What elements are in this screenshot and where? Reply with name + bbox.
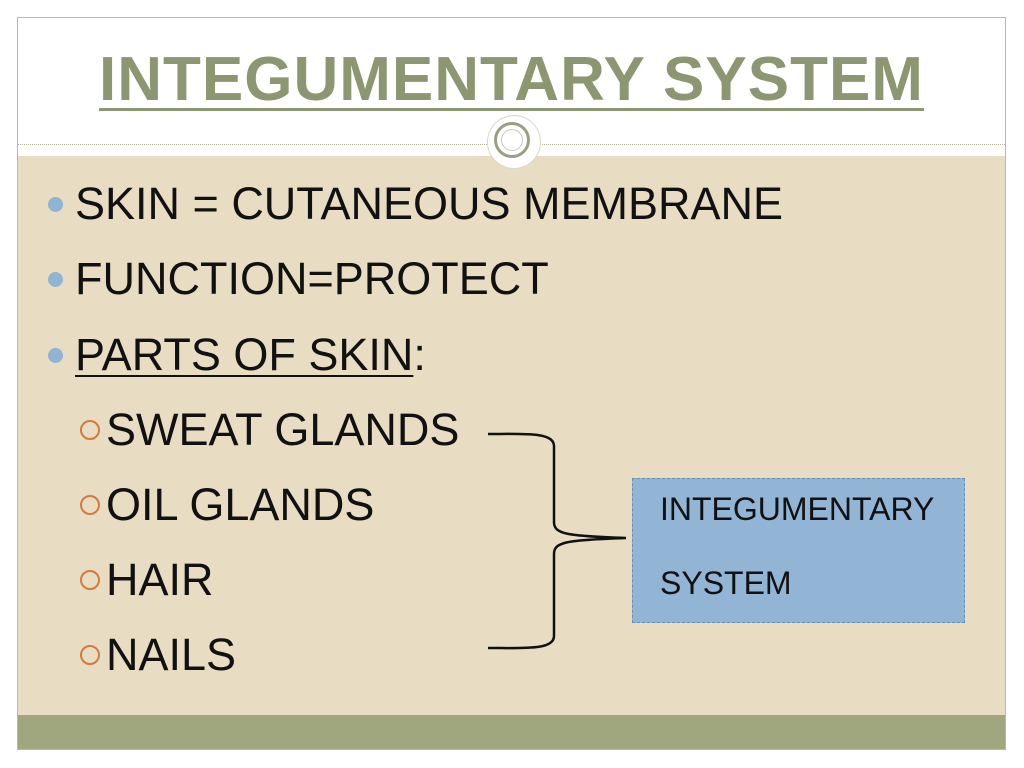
ring-bullet-icon <box>80 570 100 590</box>
footer-band <box>18 715 1005 749</box>
slide-title: INTEGUMENTARY SYSTEM <box>99 45 924 114</box>
curly-brace-icon <box>487 432 627 650</box>
sub-item-text: HAIR <box>106 554 214 605</box>
bullet-item: PARTS OF SKIN: <box>48 329 426 381</box>
callout-line-2: SYSTEM <box>660 565 792 601</box>
sub-list-item: OIL GLANDS <box>80 479 374 531</box>
sub-list-item: HAIR <box>80 554 214 606</box>
bullet-dot-icon <box>48 347 63 363</box>
bullet-text: FUNCTION=PROTECT <box>75 253 549 304</box>
bullet-text: SKIN = CUTANEOUS MEMBRANE <box>75 178 784 229</box>
ring-bullet-icon <box>80 495 100 515</box>
bullet-suffix: : <box>413 329 426 380</box>
bullet-text: PARTS OF SKIN <box>75 329 414 380</box>
ring-bullet-icon <box>80 645 100 665</box>
sub-list-item: NAILS <box>80 629 236 681</box>
sub-list-item: SWEAT GLANDS <box>80 404 459 456</box>
callout-line-1: INTEGUMENTARY <box>660 491 935 527</box>
ring-bullet-icon <box>80 420 100 440</box>
sub-item-text: OIL GLANDS <box>106 479 375 530</box>
bullet-dot-icon <box>48 196 63 212</box>
bullet-dot-icon <box>48 271 63 287</box>
circle-ornament-icon <box>488 116 540 168</box>
sub-item-text: NAILS <box>106 629 237 680</box>
slide: INTEGUMENTARY SYSTEM SKIN = CUTANEOUS ME… <box>17 17 1006 750</box>
integumentary-system-callout: INTEGUMENTARY SYSTEM <box>632 478 965 623</box>
bullet-item: SKIN = CUTANEOUS MEMBRANE <box>48 178 783 230</box>
bullet-item: FUNCTION=PROTECT <box>48 253 549 305</box>
sub-item-text: SWEAT GLANDS <box>106 404 460 455</box>
